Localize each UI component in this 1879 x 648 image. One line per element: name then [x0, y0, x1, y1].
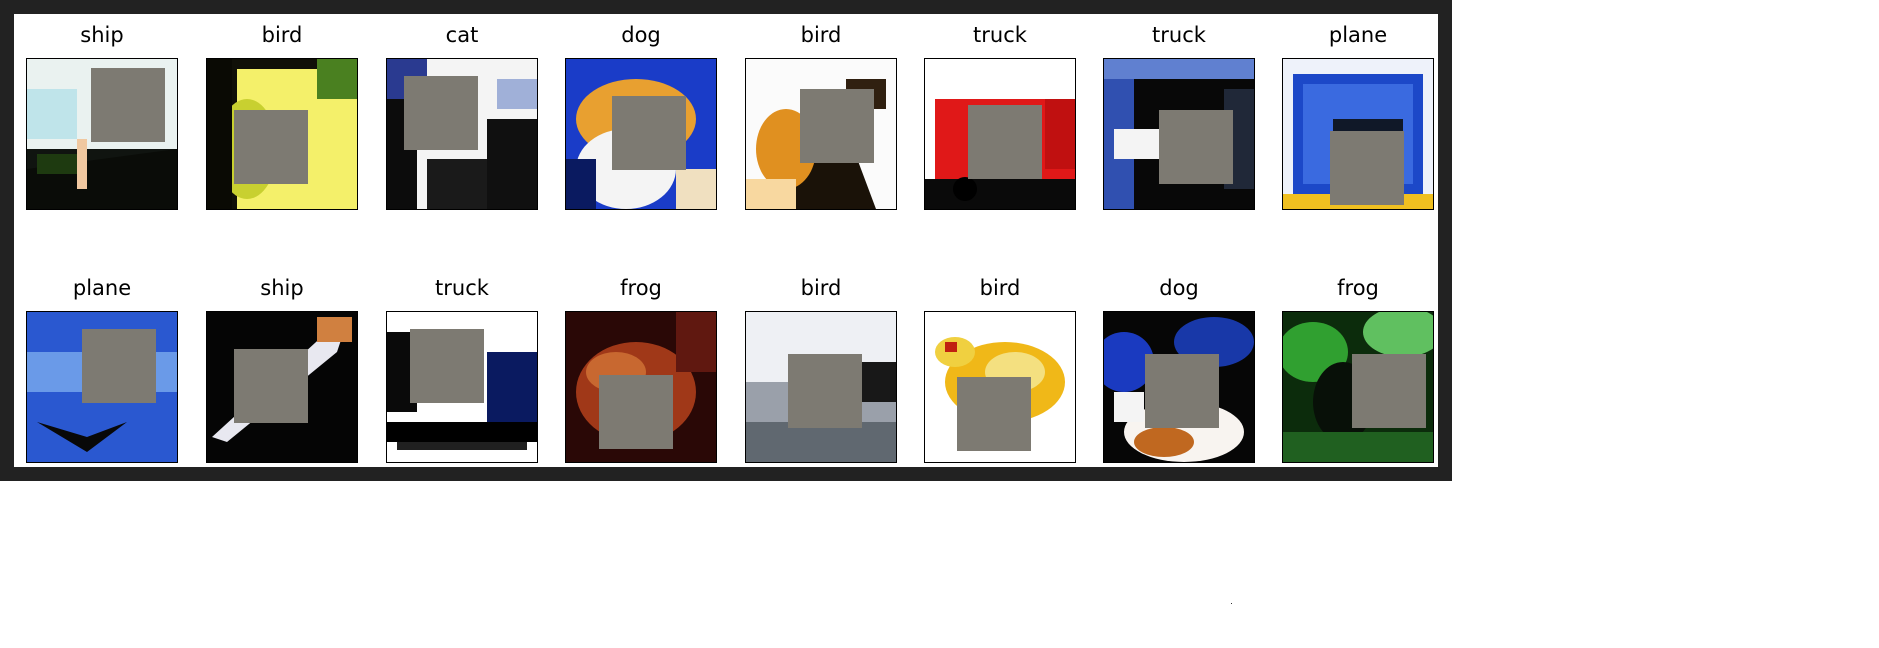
image-thumbnail: [26, 311, 178, 463]
cutout-mask: [404, 76, 478, 150]
cutout-mask: [1352, 354, 1426, 428]
cutout-mask: [410, 329, 484, 403]
image-thumbnail: [206, 58, 358, 210]
image-label: cat: [445, 23, 479, 47]
cutout-mask: [957, 377, 1031, 451]
image-thumbnail: [565, 58, 717, 210]
image-thumbnail: [1282, 58, 1434, 210]
image-thumbnail: [1282, 311, 1434, 463]
image-label: dog: [1159, 276, 1199, 300]
cutout-mask: [234, 110, 308, 184]
image-label: bird: [261, 23, 303, 47]
cutout-mask: [234, 349, 308, 423]
image-label: dog: [621, 23, 661, 47]
image-thumbnail: [386, 58, 538, 210]
cutout-mask: [612, 96, 686, 170]
image-label: truck: [435, 276, 489, 300]
image-thumbnail: [206, 311, 358, 463]
image-thumbnail: [745, 311, 897, 463]
image-label: ship: [80, 23, 124, 47]
cutout-mask: [800, 89, 874, 163]
image-thumbnail: [386, 311, 538, 463]
cutout-mask: [1330, 131, 1404, 205]
stray-dot: [1231, 603, 1232, 604]
cutout-mask: [1159, 110, 1233, 184]
image-label: bird: [979, 276, 1021, 300]
figure-window-frame: ship bird: [0, 0, 1452, 481]
image-label: bird: [800, 23, 842, 47]
image-label: truck: [1152, 23, 1206, 47]
image-label: truck: [973, 23, 1027, 47]
image-label: plane: [1328, 23, 1388, 47]
image-thumbnail: [745, 58, 897, 210]
image-thumbnail: [26, 58, 178, 210]
image-label: frog: [620, 276, 662, 300]
figure-canvas: ship bird: [14, 14, 1438, 467]
image-label: frog: [1337, 276, 1379, 300]
image-thumbnail: [924, 58, 1076, 210]
image-thumbnail: [1103, 58, 1255, 210]
cutout-mask: [968, 105, 1042, 179]
cutout-mask: [788, 354, 862, 428]
image-label: bird: [800, 276, 842, 300]
cutout-mask: [1145, 354, 1219, 428]
image-thumbnail: [924, 311, 1076, 463]
image-thumbnail: [1103, 311, 1255, 463]
cutout-mask: [599, 375, 673, 449]
cutout-mask: [91, 68, 165, 142]
image-thumbnail: [565, 311, 717, 463]
cutout-mask: [82, 329, 156, 403]
image-label: ship: [260, 276, 304, 300]
image-label: plane: [72, 276, 132, 300]
image-content: [1104, 312, 1254, 462]
